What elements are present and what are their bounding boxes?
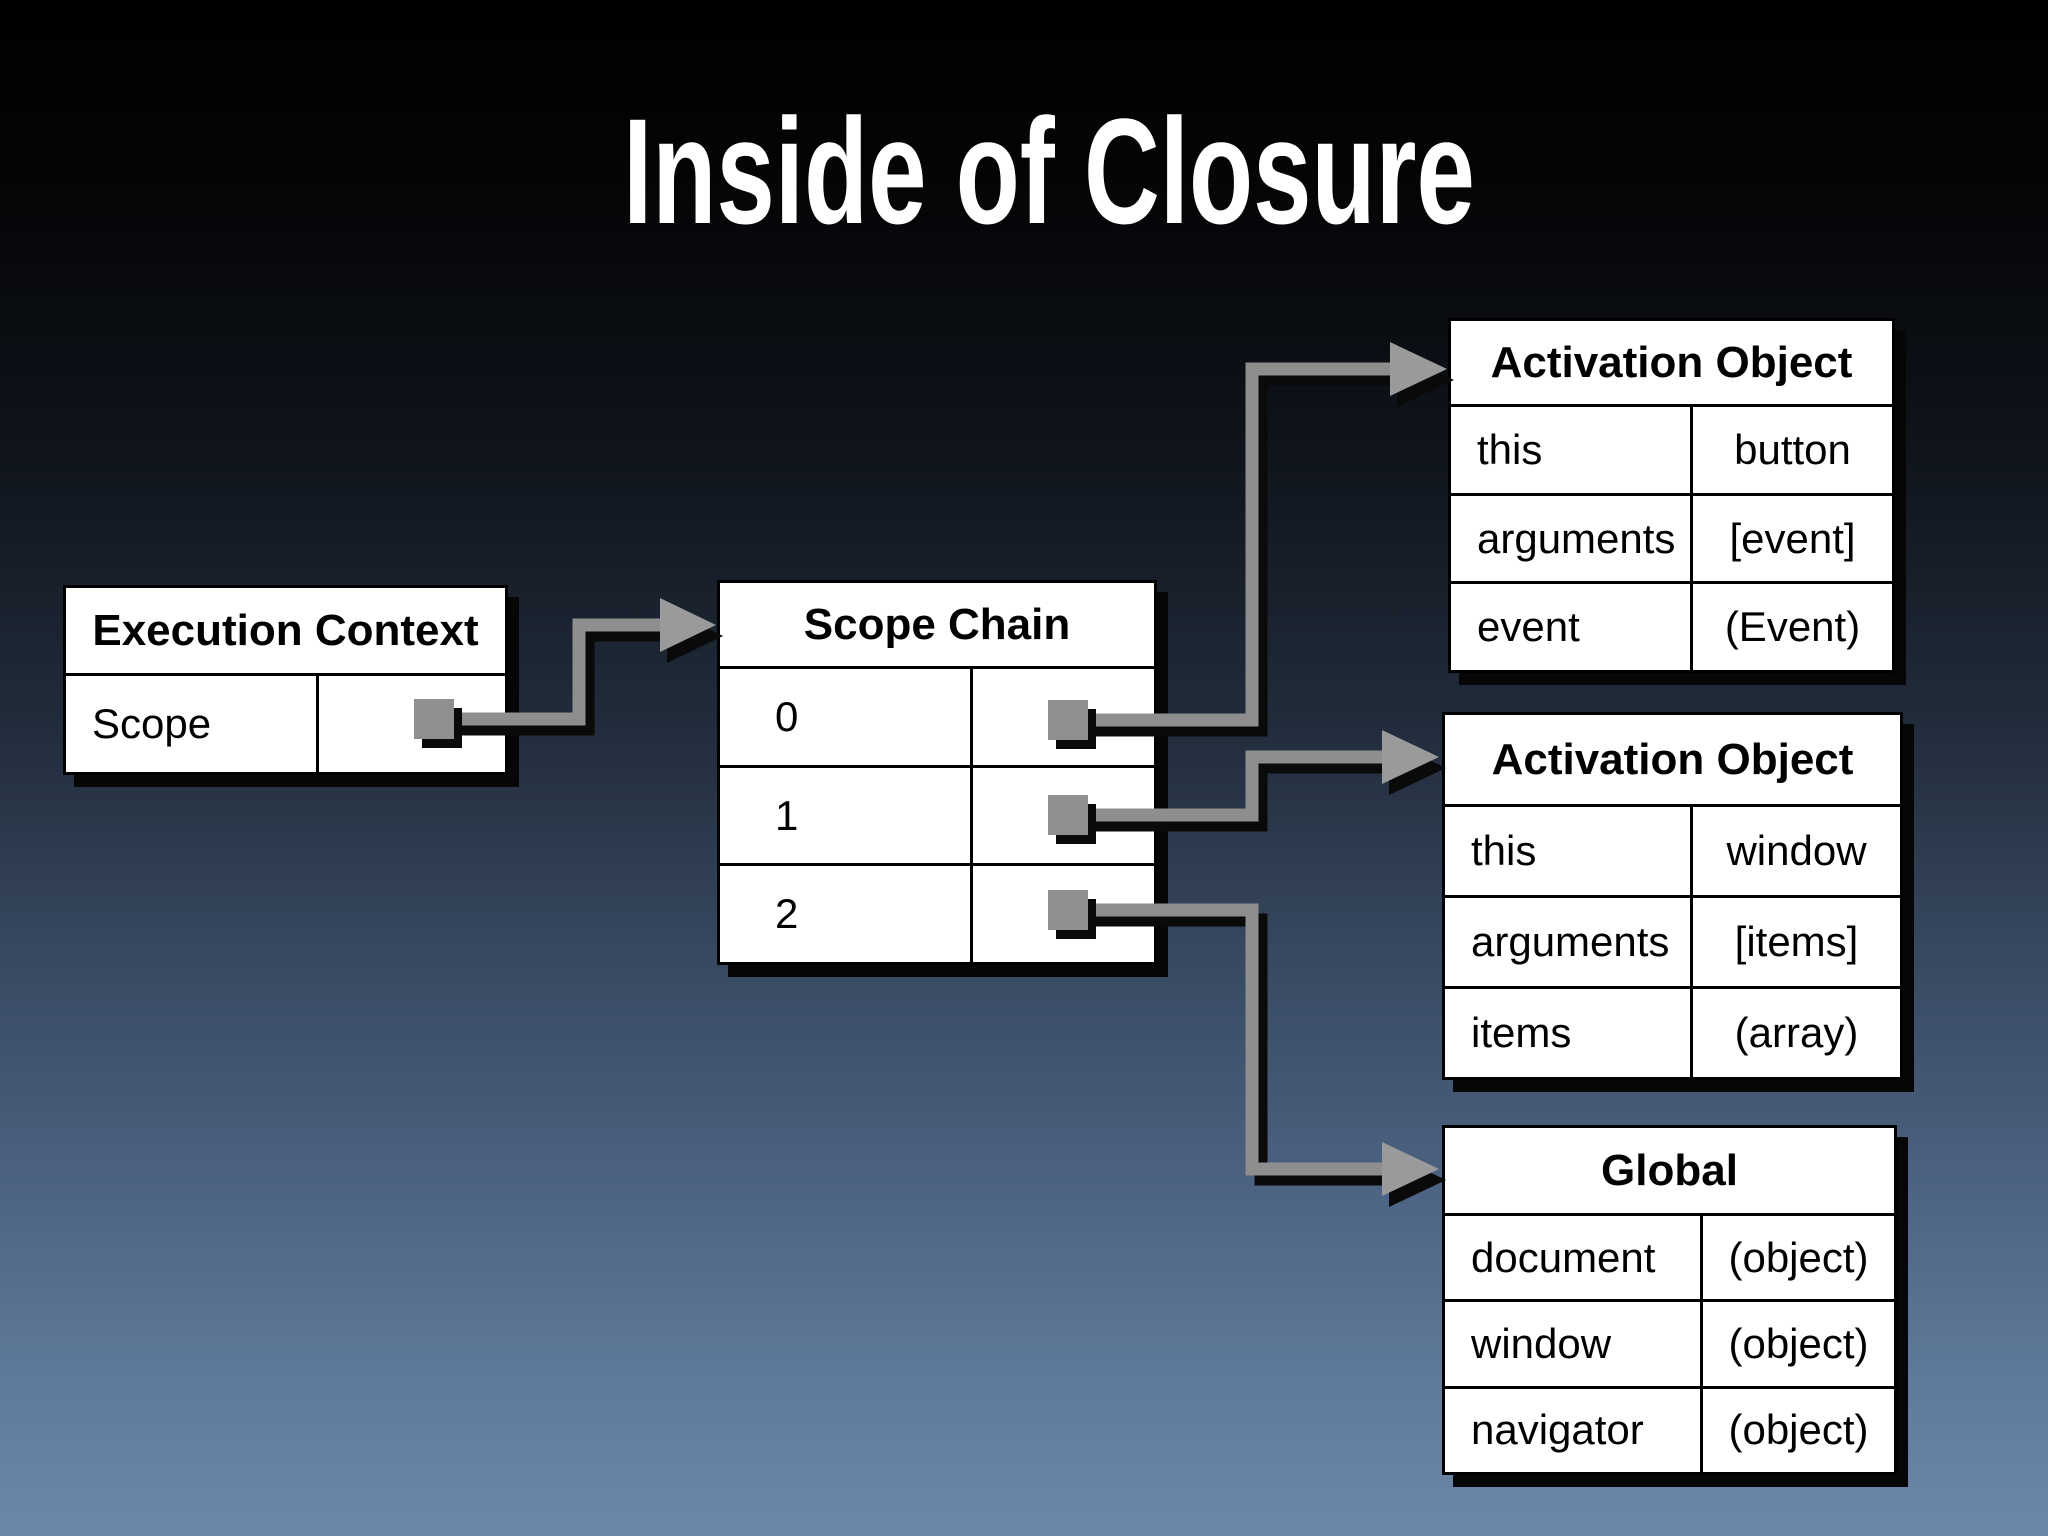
row-key: event	[1477, 603, 1580, 651]
row-key: arguments	[1477, 514, 1676, 562]
pointer-handle-icon	[1048, 795, 1088, 835]
global-box: Global document (object) window (object)…	[1442, 1125, 1897, 1475]
row-key: window	[1471, 1319, 1612, 1367]
row-value: [event]	[1690, 495, 1892, 582]
table-row: arguments [event]	[1451, 492, 1892, 582]
activation-object-title: Activation Object	[1490, 337, 1853, 387]
activation-object-middle-box: Activation Object this window arguments …	[1442, 712, 1903, 1080]
row-value	[970, 767, 1154, 864]
page-title: Inside of Closure	[623, 87, 1475, 255]
row-key: Scope	[92, 700, 212, 747]
table-row: document (object)	[1445, 1213, 1894, 1300]
row-value: button	[1690, 407, 1892, 493]
table-row: 1	[720, 764, 1154, 864]
row-value: window	[1690, 807, 1900, 895]
row-key: this	[1477, 425, 1543, 473]
pointer-handle-icon	[1048, 700, 1088, 740]
global-title: Global	[1601, 1145, 1738, 1195]
row-key: 0	[775, 692, 799, 740]
row-value: (Event)	[1690, 584, 1892, 671]
pointer-handle-icon	[1048, 890, 1088, 930]
row-key: arguments	[1471, 918, 1670, 965]
row-key: this	[1471, 827, 1537, 874]
scope-chain-box: Scope Chain 0 1 2	[717, 580, 1157, 965]
row-key: 2	[775, 890, 799, 938]
scope-chain-title: Scope Chain	[803, 599, 1071, 649]
table-row: arguments [items]	[1445, 895, 1900, 986]
table-row: items (array)	[1445, 986, 1900, 1077]
execution-context-box: Execution Context Scope	[63, 585, 508, 775]
row-value: [items]	[1690, 898, 1900, 986]
table-row: 0	[720, 666, 1154, 765]
activation-object-title: Activation Object	[1491, 734, 1854, 784]
pointer-handle-icon	[414, 699, 454, 739]
row-key: 1	[775, 791, 799, 839]
row-value	[970, 669, 1154, 765]
activation-object-top-box: Activation Object this button arguments …	[1448, 318, 1895, 673]
row-value	[316, 676, 505, 772]
table-row: navigator (object)	[1445, 1385, 1894, 1472]
row-value: (object)	[1700, 1302, 1894, 1386]
row-key: navigator	[1471, 1406, 1644, 1454]
table-row: Scope	[66, 673, 505, 772]
table-row: this window	[1445, 804, 1900, 895]
table-row: this button	[1451, 404, 1892, 493]
row-value: (object)	[1700, 1216, 1894, 1300]
execution-context-title: Execution Context	[92, 605, 479, 655]
table-row: event (Event)	[1451, 581, 1892, 671]
table-row: 2	[720, 863, 1154, 963]
row-value: (array)	[1690, 989, 1900, 1077]
row-key: items	[1471, 1009, 1572, 1056]
table-row: window (object)	[1445, 1299, 1894, 1386]
row-value	[970, 866, 1154, 963]
row-value: (object)	[1700, 1388, 1894, 1472]
row-key: document	[1471, 1233, 1656, 1281]
